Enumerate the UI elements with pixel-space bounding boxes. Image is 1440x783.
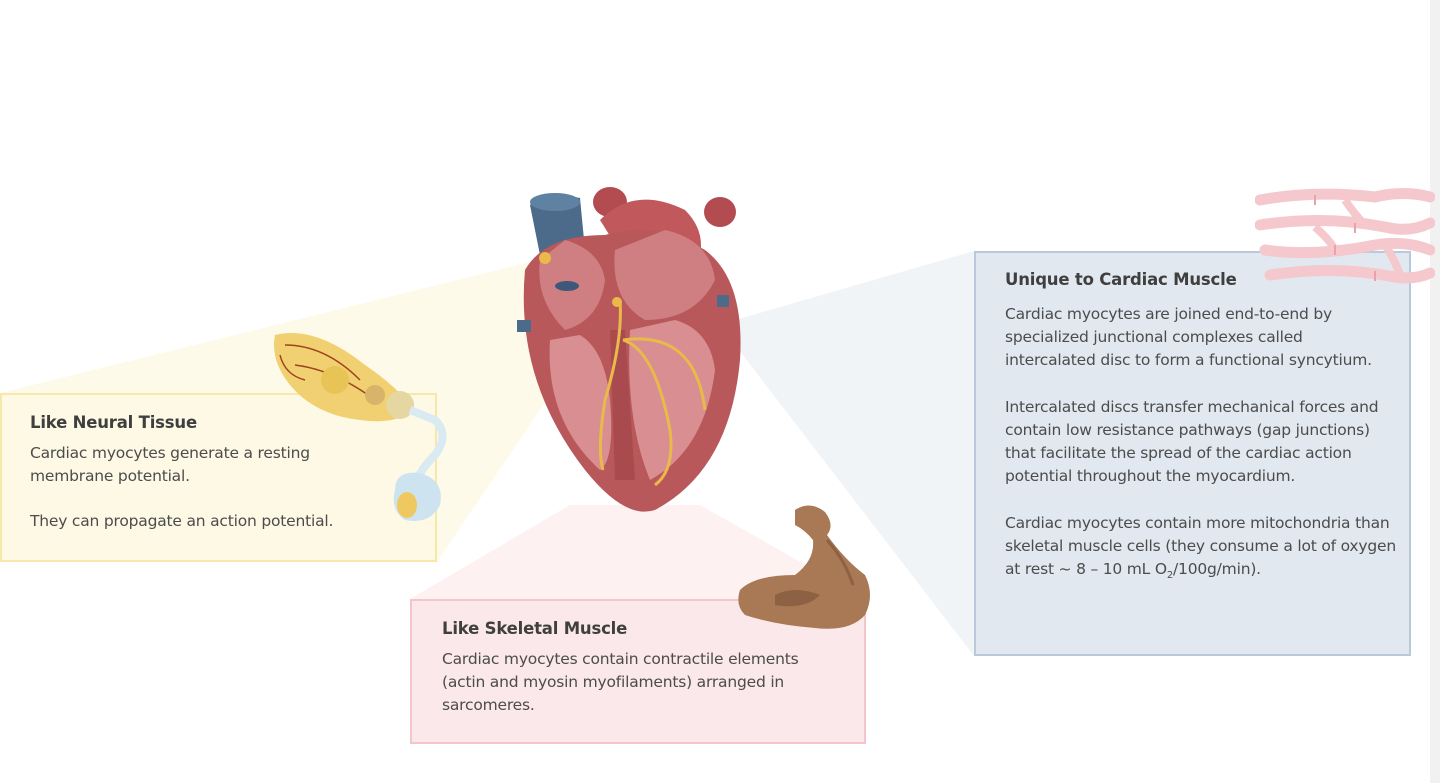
scrollbar-track[interactable] [1430, 0, 1440, 783]
skeletal-wedge [410, 505, 866, 599]
neural-title: Like Neural Tissue [30, 413, 197, 432]
skeletal-title: Like Skeletal Muscle [442, 619, 628, 638]
cardiac-muscle-fibers-icon [1255, 188, 1435, 284]
cardiac-text-3-end: /100g/min). [1173, 560, 1261, 578]
neural-tissue-box: Like Neural Tissue Cardiac myocytes gene… [0, 393, 437, 562]
neuron-icon [274, 333, 447, 521]
cardiac-muscle-box: Unique to Cardiac Muscle Cardiac myocyte… [974, 251, 1411, 656]
neural-text-2: They can propagate an action potential. [30, 512, 334, 530]
cardiac-title: Unique to Cardiac Muscle [1005, 270, 1237, 289]
cardiac-text-1: Cardiac myocytes are joined end-to-end b… [1005, 305, 1372, 369]
neural-wedge [0, 262, 560, 562]
flexed-arm-icon [738, 505, 870, 629]
cardiac-text-3: Cardiac myocytes contain more mitochondr… [1005, 512, 1400, 581]
cardiac-text-3-main: Cardiac myocytes contain more mitochondr… [1005, 514, 1396, 578]
neural-text-1: Cardiac myocytes generate a resting memb… [30, 444, 310, 485]
cardiac-wedge [735, 251, 974, 656]
heart-icon [517, 187, 741, 512]
cardiac-text-2: Intercalated discs transfer mechanical f… [1005, 398, 1379, 485]
skeletal-text: Cardiac myocytes contain contractile ele… [442, 650, 799, 714]
oxygen-subscript: 2 [1166, 570, 1174, 582]
